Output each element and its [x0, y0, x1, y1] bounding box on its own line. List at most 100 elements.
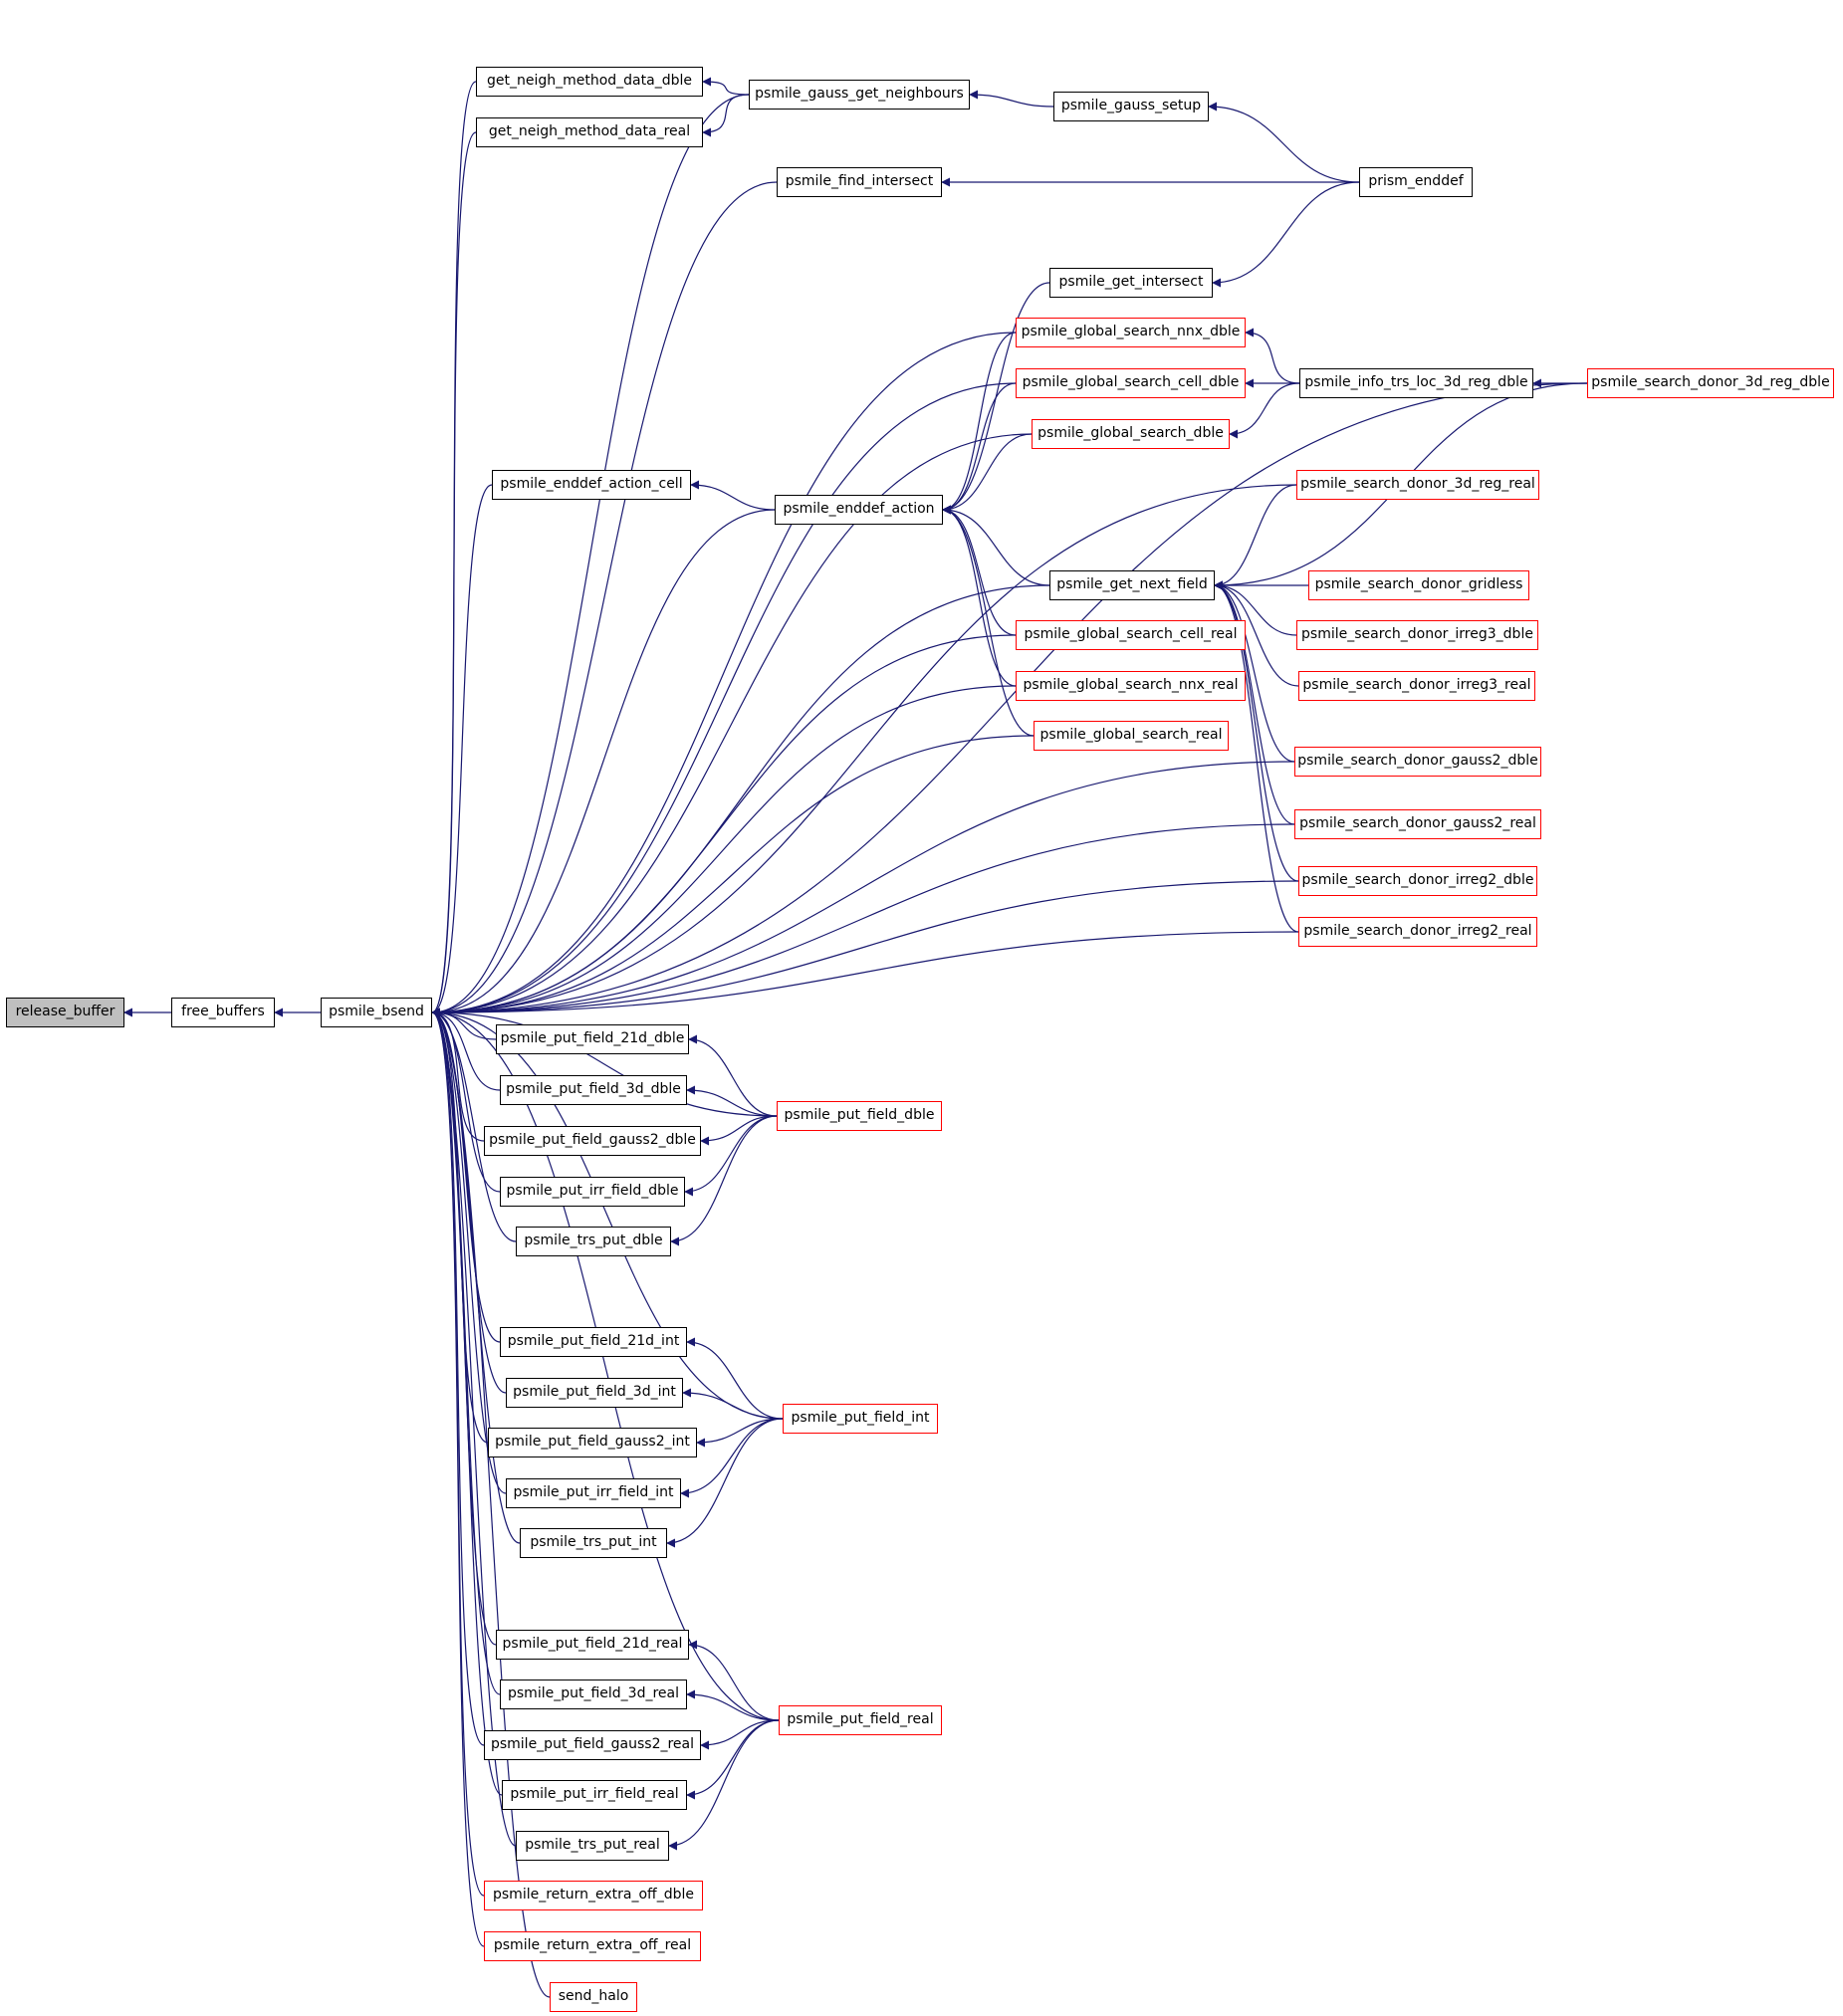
node-psmile-global-search-cell-dble[interactable]: psmile_global_search_cell_dble: [1016, 368, 1246, 398]
edge-psmile-return-extra-off-real-to-psmile-bsend: [431, 1008, 485, 1947]
edge-psmile-info-trs-loc-3d-reg-dble-to-psmile-global-search-nnx-dble: [1245, 328, 1300, 384]
edge-psmile-put-irr-field-int-to-psmile-bsend: [431, 1008, 507, 1494]
edge-psmile-gauss-get-neighbours-to-psmile-bsend: [431, 94, 750, 1017]
edge-psmile-trs-put-dble-to-psmile-bsend: [431, 1008, 517, 1242]
node-psmile-search-donor-3d-reg-real[interactable]: psmile_search_donor_3d_reg_real: [1296, 470, 1539, 500]
node-psmile-bsend[interactable]: psmile_bsend: [321, 998, 432, 1027]
edge-psmile-put-field-real-to-psmile-put-field-21d-real: [688, 1640, 780, 1721]
edge-psmile-put-field-int-to-psmile-put-field-gauss2-int: [696, 1418, 784, 1448]
edge-psmile-search-donor-irreg2-dble-to-psmile-bsend: [431, 880, 1299, 1017]
edge-psmile-global-search-dble-to-psmile-enddef-action: [942, 433, 1033, 515]
node-psmile-find-intersect[interactable]: psmile_find_intersect: [777, 167, 942, 197]
edge-psmile-put-field-21d-int-to-psmile-bsend: [431, 1008, 501, 1343]
edge-psmile-get-next-field-to-psmile-enddef-action: [942, 505, 1050, 586]
node-psmile-put-field-21d-real[interactable]: psmile_put_field_21d_real: [496, 1630, 689, 1660]
node-psmile-put-irr-field-int[interactable]: psmile_put_irr_field_int: [506, 1478, 681, 1508]
node-psmile-global-search-cell-real[interactable]: psmile_global_search_cell_real: [1016, 620, 1246, 650]
node-psmile-put-field-gauss2-real[interactable]: psmile_put_field_gauss2_real: [484, 1730, 701, 1760]
edge-prism-enddef-to-psmile-get-intersect: [1212, 181, 1360, 288]
node-psmile-return-extra-off-dble[interactable]: psmile_return_extra_off_dble: [484, 1881, 703, 1910]
node-psmile-global-search-real[interactable]: psmile_global_search_real: [1034, 721, 1229, 751]
edge-psmile-put-field-dble-to-psmile-trs-put-dble: [670, 1115, 778, 1246]
edge-psmile-put-field-dble-to-psmile-put-field-gauss2-dble: [700, 1115, 778, 1146]
edge-psmile-put-field-real-to-psmile-trs-put-real: [668, 1719, 780, 1851]
node-psmile-search-donor-gridless[interactable]: psmile_search_donor_gridless: [1308, 570, 1529, 600]
node-psmile-put-field-3d-dble[interactable]: psmile_put_field_3d_dble: [500, 1075, 687, 1105]
edge-psmile-search-donor-3d-reg-real-to-psmile-bsend: [431, 484, 1297, 1017]
edge-psmile-global-search-nnx-real-to-psmile-enddef-action: [942, 505, 1017, 687]
edge-psmile-search-donor-3d-reg-dble-to-psmile-bsend: [431, 382, 1588, 1017]
node-psmile-search-donor-irreg2-dble[interactable]: psmile_search_donor_irreg2_dble: [1298, 866, 1537, 896]
edge-psmile-global-search-cell-dble-to-psmile-bsend: [431, 382, 1017, 1017]
node-psmile-put-irr-field-dble[interactable]: psmile_put_irr_field_dble: [500, 1177, 685, 1207]
node-get-neigh-method-data-dble[interactable]: get_neigh_method_data_dble: [476, 67, 703, 97]
node-psmile-search-donor-irreg3-real[interactable]: psmile_search_donor_irreg3_real: [1298, 671, 1535, 701]
edge-psmile-global-search-nnx-real-to-psmile-bsend: [431, 685, 1017, 1017]
node-send-halo[interactable]: send_halo: [550, 1982, 637, 2012]
edge-psmile-search-donor-irreg2-real-to-psmile-get-next-field: [1214, 580, 1299, 933]
node-psmile-gauss-get-neighbours[interactable]: psmile_gauss_get_neighbours: [749, 80, 970, 110]
node-psmile-put-field-21d-int[interactable]: psmile_put_field_21d_int: [500, 1327, 687, 1357]
node-psmile-global-search-nnx-dble[interactable]: psmile_global_search_nnx_dble: [1016, 318, 1246, 347]
edge-psmile-global-search-real-to-psmile-bsend: [431, 735, 1035, 1017]
node-psmile-trs-put-int[interactable]: psmile_trs_put_int: [520, 1528, 667, 1558]
node-get-neigh-method-data-real[interactable]: get_neigh_method_data_real: [476, 117, 703, 147]
edge-psmile-put-field-3d-real-to-psmile-bsend: [431, 1008, 501, 1695]
edge-psmile-put-field-dble-to-psmile-put-field-21d-dble: [688, 1034, 778, 1117]
edge-psmile-search-donor-irreg2-real-to-psmile-bsend: [431, 931, 1299, 1017]
node-psmile-put-field-gauss2-dble[interactable]: psmile_put_field_gauss2_dble: [484, 1126, 701, 1156]
node-psmile-search-donor-gauss2-real[interactable]: psmile_search_donor_gauss2_real: [1294, 809, 1541, 839]
edge-psmile-put-field-dble-to-psmile-put-field-3d-dble: [686, 1085, 778, 1117]
node-psmile-put-field-3d-real[interactable]: psmile_put_field_3d_real: [500, 1680, 687, 1709]
node-psmile-put-field-real[interactable]: psmile_put_field_real: [779, 1705, 942, 1735]
node-psmile-trs-put-real[interactable]: psmile_trs_put_real: [516, 1831, 669, 1861]
edge-psmile-search-donor-3d-reg-real-to-psmile-get-next-field: [1214, 484, 1297, 590]
edge-psmile-put-field-real-to-psmile-put-field-3d-real: [686, 1689, 780, 1721]
edge-psmile-global-search-cell-dble-to-psmile-enddef-action: [942, 382, 1017, 515]
node-psmile-enddef-action[interactable]: psmile_enddef_action: [775, 495, 943, 525]
edge-psmile-search-donor-irreg2-dble-to-psmile-get-next-field: [1214, 580, 1299, 882]
edge-psmile-put-field-int-to-psmile-trs-put-int: [666, 1418, 784, 1548]
node-psmile-put-field-gauss2-int[interactable]: psmile_put_field_gauss2_int: [488, 1428, 697, 1457]
edge-get-neigh-method-data-real-to-psmile-bsend: [431, 131, 477, 1017]
edge-psmile-put-field-dble-to-psmile-bsend: [431, 1008, 778, 1117]
edge-psmile-enddef-action-cell-to-psmile-bsend: [431, 484, 493, 1017]
node-psmile-get-intersect[interactable]: psmile_get_intersect: [1049, 268, 1213, 298]
node-psmile-put-field-dble[interactable]: psmile_put_field_dble: [777, 1101, 942, 1131]
node-psmile-search-donor-irreg3-dble[interactable]: psmile_search_donor_irreg3_dble: [1296, 620, 1538, 650]
node-psmile-put-irr-field-real[interactable]: psmile_put_irr_field_real: [502, 1780, 687, 1810]
node-psmile-search-donor-irreg2-real[interactable]: psmile_search_donor_irreg2_real: [1298, 917, 1537, 947]
edge-psmile-put-field-int-to-psmile-put-field-3d-int: [682, 1388, 784, 1420]
node-psmile-search-donor-gauss2-dble[interactable]: psmile_search_donor_gauss2_dble: [1294, 747, 1541, 777]
edge-psmile-global-search-dble-to-psmile-bsend: [431, 433, 1033, 1017]
edge-psmile-put-field-3d-dble-to-psmile-bsend: [431, 1008, 501, 1091]
edge-prism-enddef-to-psmile-gauss-setup: [1208, 102, 1360, 183]
node-psmile-return-extra-off-real[interactable]: psmile_return_extra_off_real: [484, 1931, 701, 1961]
edge-psmile-trs-put-real-to-psmile-bsend: [431, 1008, 517, 1847]
edge-psmile-search-donor-gauss2-dble-to-psmile-get-next-field: [1214, 580, 1295, 763]
edge-psmile-gauss-get-neighbours-to-get-neigh-method-data-real: [702, 94, 750, 137]
edge-psmile-global-search-cell-real-to-psmile-bsend: [431, 634, 1017, 1017]
node-psmile-search-donor-3d-reg-dble[interactable]: psmile_search_donor_3d_reg_dble: [1587, 368, 1834, 398]
edge-psmile-search-donor-irreg3-real-to-psmile-get-next-field: [1214, 580, 1299, 687]
edge-psmile-enddef-action-to-psmile-enddef-action-cell: [690, 480, 776, 511]
edge-psmile-search-donor-gauss2-dble-to-psmile-bsend: [431, 761, 1295, 1017]
node-psmile-global-search-nnx-real[interactable]: psmile_global_search_nnx_real: [1016, 671, 1246, 701]
node-prism-enddef[interactable]: prism_enddef: [1359, 167, 1473, 197]
edge-psmile-put-field-gauss2-real-to-psmile-bsend: [431, 1008, 485, 1746]
edge-psmile-global-search-real-to-psmile-enddef-action: [942, 505, 1035, 737]
node-psmile-trs-put-dble[interactable]: psmile_trs_put_dble: [516, 1227, 671, 1256]
edge-psmile-search-donor-irreg3-dble-to-psmile-get-next-field: [1214, 580, 1297, 636]
node-psmile-global-search-dble[interactable]: psmile_global_search_dble: [1032, 419, 1230, 449]
edge-psmile-global-search-cell-real-to-psmile-enddef-action: [942, 505, 1017, 636]
node-free-buffers[interactable]: free_buffers: [171, 998, 275, 1027]
edge-psmile-gauss-setup-to-psmile-gauss-get-neighbours: [969, 90, 1054, 108]
node-psmile-put-field-3d-int[interactable]: psmile_put_field_3d_int: [506, 1378, 683, 1408]
node-psmile-info-trs-loc-3d-reg-dble[interactable]: psmile_info_trs_loc_3d_reg_dble: [1299, 368, 1533, 398]
node-psmile-enddef-action-cell[interactable]: psmile_enddef_action_cell: [492, 470, 691, 500]
node-psmile-put-field-21d-dble[interactable]: psmile_put_field_21d_dble: [496, 1024, 689, 1054]
node-psmile-put-field-int[interactable]: psmile_put_field_int: [783, 1404, 938, 1434]
node-psmile-gauss-setup[interactable]: psmile_gauss_setup: [1053, 92, 1209, 121]
node-psmile-get-next-field[interactable]: psmile_get_next_field: [1049, 570, 1215, 600]
